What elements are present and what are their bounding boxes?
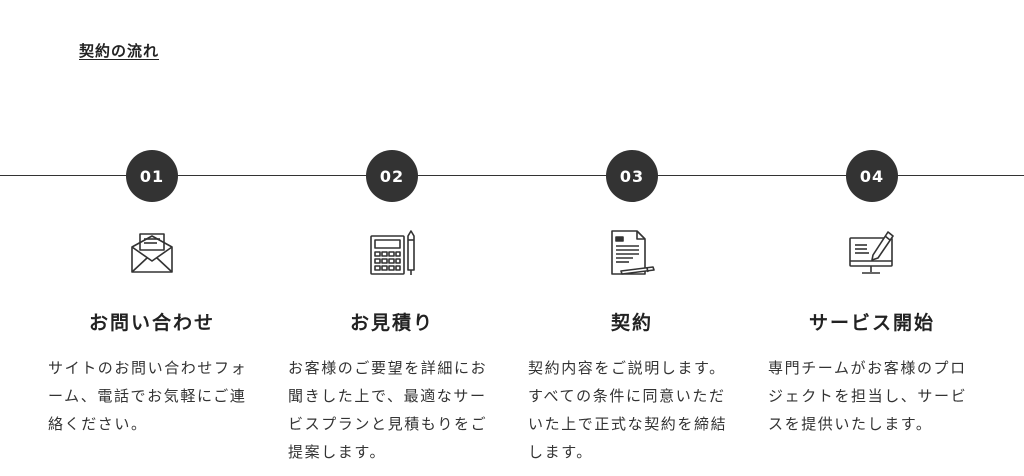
calculator-pen-icon <box>367 228 417 278</box>
step-title: 契約 <box>610 312 653 334</box>
step-description: 契約内容をご説明します。すべての条件に同意いただいた上で正式な契約を締結します。 <box>528 359 728 461</box>
contract-document-icon <box>607 228 657 278</box>
step-number-badge: 03 <box>606 150 658 202</box>
step-number-badge: 02 <box>366 150 418 202</box>
step-number-badge: 04 <box>846 150 898 202</box>
step-title: お問い合わせ <box>88 312 215 334</box>
step-number-badge: 01 <box>126 150 178 202</box>
envelope-icon <box>127 228 177 278</box>
step-title: お見積り <box>349 312 434 334</box>
monitor-pencil-icon <box>847 228 897 278</box>
timeline-line <box>0 175 1024 176</box>
step-description: サイトのお問い合わせフォーム、電話でお気軽にご連絡ください。 <box>48 359 248 433</box>
page-heading-link[interactable]: 契約の流れ <box>79 42 160 60</box>
step-description: お客様のご要望を詳細にお聞きした上で、最適なサービスプランと見積もりをご提案しま… <box>288 359 488 461</box>
step-description: 専門チームがお客様のプロジェクトを担当し、サービスを提供いたします。 <box>768 359 968 433</box>
step-title: サービス開始 <box>808 312 935 334</box>
